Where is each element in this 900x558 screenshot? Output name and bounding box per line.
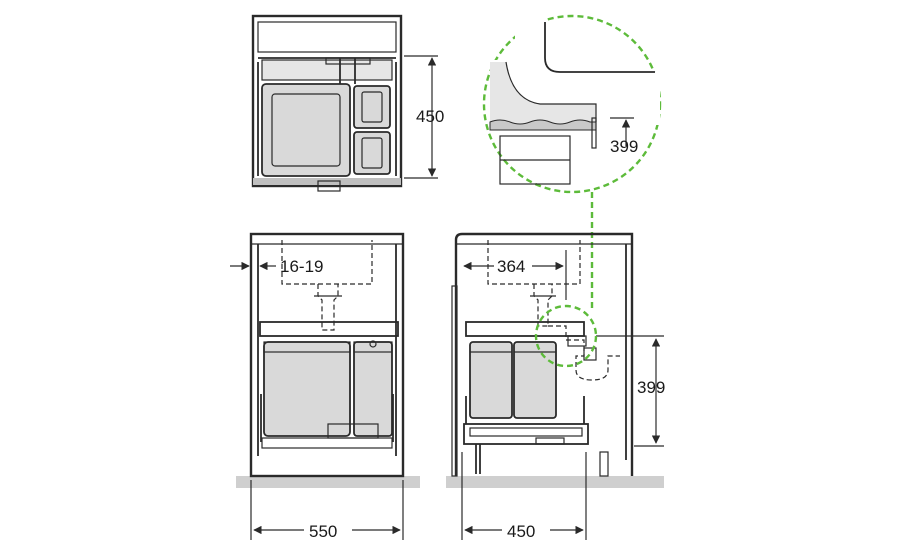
side-foot [599,451,609,477]
front-cabinet-outline [249,232,405,478]
front-floor [236,476,420,488]
dimension-detail-label: 399 [610,137,638,156]
dimension-front-offset-label: 16-19 [280,257,323,276]
front-pullout-frame [261,437,393,449]
top-view [251,14,403,192]
dimension-side-depth: 450 [461,452,587,542]
side-front-panel [451,285,458,477]
dimension-front-width: 550 [250,480,404,542]
side-cabinet-outline [454,232,634,476]
dimension-side-inner: 364 [463,250,567,300]
front-lid-rail [259,321,399,337]
side-lid-rail [465,321,585,337]
top-small-bin-1 [353,85,391,129]
side-floor [446,476,664,488]
top-large-bin-opening [271,93,341,167]
side-view [446,232,664,488]
side-siphon [548,325,620,381]
top-small-bin-2 [353,131,391,175]
side-pullout-frame [463,423,589,445]
dimension-side-height: 399 [596,335,665,447]
dimension-front-width-label: 550 [309,522,337,541]
detail-origin-circle [534,304,598,368]
front-large-bin [263,341,351,437]
side-bin-front [469,341,513,419]
side-bin-rear [513,341,557,419]
detail-magnifier: 399 [482,14,662,194]
dimension-top-depth-label: 450 [416,107,444,126]
front-sink-outline [281,240,373,285]
front-small-bin [353,341,393,437]
dimension-side-inner-label: 364 [497,257,525,276]
dimension-side-depth-label: 450 [507,522,535,541]
top-worktop [257,21,397,53]
dimension-top-depth: 450 [404,55,444,179]
top-large-bin [261,83,351,177]
dimension-front-offset: 16-19 [230,257,323,276]
top-cabinet-outline [251,14,403,188]
top-handle [317,180,341,192]
dimension-side-height-label: 399 [637,378,665,397]
front-view [236,232,420,488]
